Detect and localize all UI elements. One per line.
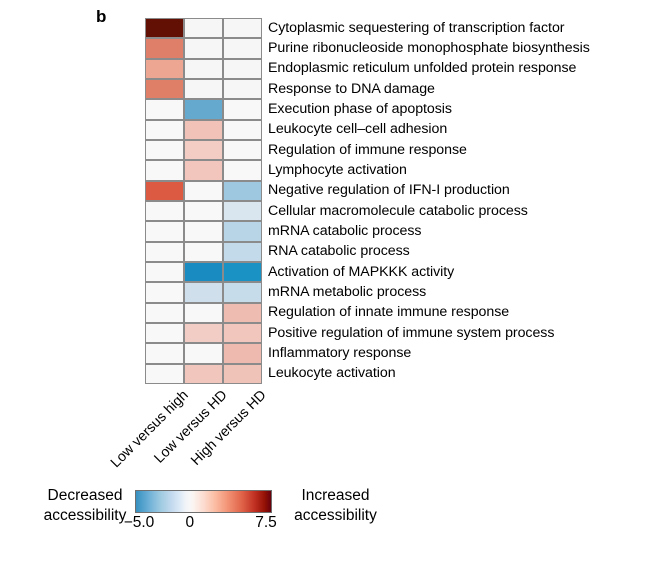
heatmap-cell [145,79,184,100]
heatmap-row-labels: Cytoplasmic sequestering of transcriptio… [268,18,655,384]
heatmap-cell [223,140,262,161]
heatmap-row-label: Endoplasmic reticulum unfolded protein r… [268,60,577,77]
heatmap-row-label: Activation of MAPKKK activity [268,263,455,280]
heatmap-cell [145,282,184,303]
heatmap-cell [223,221,262,242]
heatmap-cell [184,282,223,303]
heatmap-cell [223,363,262,384]
heatmap-cell [184,58,223,79]
heatmap-cell [223,343,262,364]
heatmap-cell [184,343,223,364]
colorbar-right-caption: Increased accessibility [273,486,398,526]
heatmap-cell [145,140,184,161]
colorbar-tick-mid: 0 [185,514,195,531]
heatmap-cell [145,363,184,384]
heatmap-cell [145,221,184,242]
heatmap-row-label: Lymphocyte activation [268,162,407,179]
heatmap-cell [145,99,184,120]
heatmap-cell [184,18,223,39]
colorbar-legend: Decreased accessibility −5.0 0 7.5 Incre… [30,486,410,548]
heatmap-cell [145,262,184,283]
heatmap-cell [223,119,262,140]
heatmap-cell [145,38,184,59]
heatmap-cell [184,201,223,222]
heatmap-row-label: Cytoplasmic sequestering of transcriptio… [268,19,565,36]
heatmap-row-label: Regulation of innate immune response [268,304,510,321]
heatmap-cell [184,241,223,262]
heatmap-cell [184,160,223,181]
heatmap [145,18,262,384]
heatmap-cell [223,201,262,222]
heatmap-row-label: Response to DNA damage [268,80,435,97]
heatmap-cell [184,323,223,344]
heatmap-row-label: Inflammatory response [268,345,412,362]
heatmap-cell [145,201,184,222]
heatmap-row-label: RNA catabolic process [268,243,410,260]
heatmap-cell [223,302,262,323]
heatmap-cell [223,58,262,79]
heatmap-cell [184,262,223,283]
heatmap-cell [145,160,184,181]
heatmap-cell [223,18,262,39]
colorbar-gradient [135,490,272,513]
heatmap-cell [184,79,223,100]
colorbar-left-caption-line2: accessibility [43,506,127,524]
heatmap-cell [145,58,184,79]
heatmap-row-label: Positive regulation of immune system pro… [268,324,555,341]
heatmap-row-label: mRNA metabolic process [268,284,427,301]
heatmap-cell [223,180,262,201]
heatmap-row-label: Purine ribonucleoside monophosphate bios… [268,40,590,57]
heatmap-cell [145,241,184,262]
heatmap-cell [184,38,223,59]
colorbar-tick-max: 7.5 [255,514,277,531]
heatmap-row-label: Execution phase of apoptosis [268,101,452,118]
heatmap-cell [184,302,223,323]
heatmap-cell [184,99,223,120]
heatmap-cell [145,343,184,364]
heatmap-row-label: Regulation of immune response [268,141,467,158]
colorbar-right-caption-line1: Increased [301,487,370,504]
heatmap-cell [223,282,262,303]
heatmap-cell [184,119,223,140]
colorbar-tick-min: −5.0 [123,514,155,531]
heatmap-cell [145,119,184,140]
heatmap-cell [145,18,184,39]
heatmap-cell [223,323,262,344]
panel-label: b [96,7,107,26]
heatmap-row-label: Leukocyte cell–cell adhesion [268,121,448,138]
colorbar-right-caption-line2: accessibility [294,506,377,524]
heatmap-cell [223,241,262,262]
heatmap-cell [223,262,262,283]
heatmap-cell [184,180,223,201]
heatmap-row-label: Cellular macromolecule catabolic process [268,202,528,219]
heatmap-grid [145,18,262,384]
heatmap-cell [223,79,262,100]
heatmap-cell [145,323,184,344]
heatmap-row-label: Leukocyte activation [268,365,396,382]
heatmap-cell [223,99,262,120]
heatmap-row-label: mRNA catabolic process [268,223,422,240]
heatmap-cell [223,38,262,59]
colorbar-left-caption-line1: Decreased [47,487,123,504]
heatmap-cell [223,160,262,181]
heatmap-cell [184,221,223,242]
heatmap-cell [184,363,223,384]
colorbar-left-caption: Decreased accessibility [30,486,140,526]
heatmap-cell [184,140,223,161]
heatmap-cell [145,302,184,323]
heatmap-cell [145,180,184,201]
heatmap-row-label: Negative regulation of IFN-I production [268,182,510,199]
